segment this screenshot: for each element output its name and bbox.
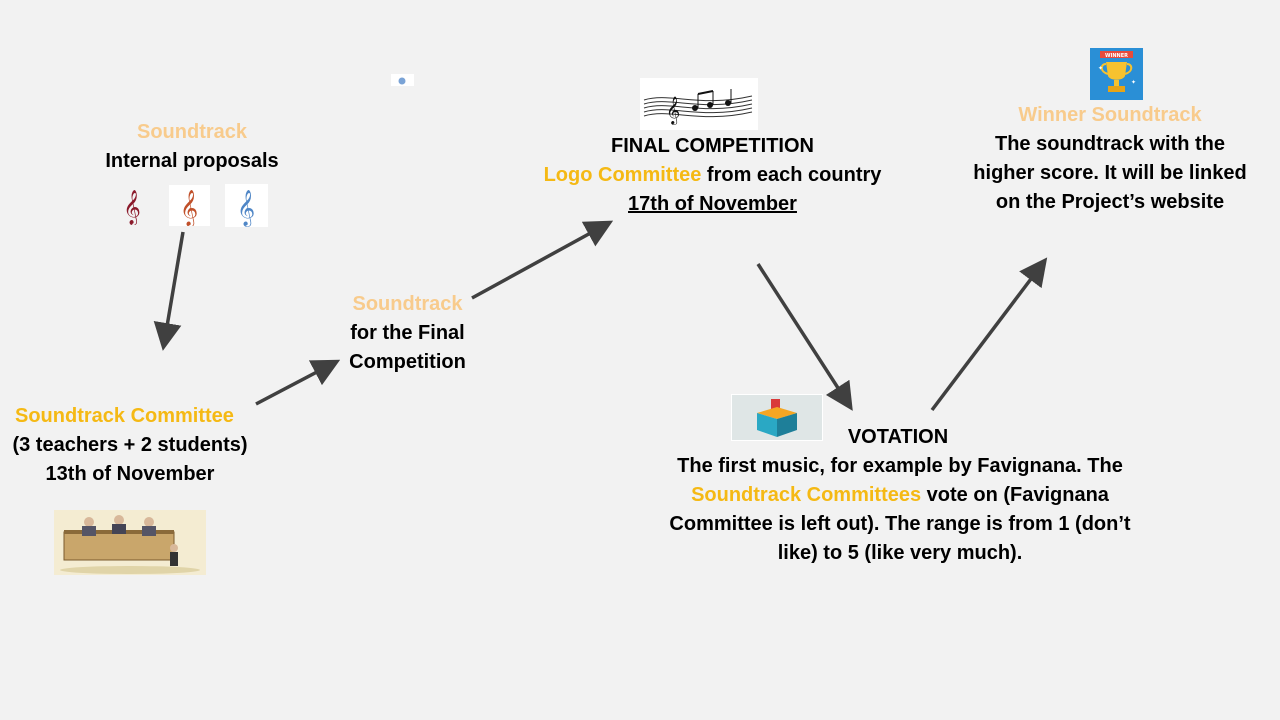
- music-staff-icon: 𝄞: [640, 78, 758, 130]
- proposals-subtitle: Internal proposals: [105, 150, 279, 172]
- trophy-banner-text: WINNER: [1105, 53, 1128, 59]
- ballot-box-icon: [731, 394, 823, 441]
- svg-text:𝄞: 𝄞: [123, 190, 141, 225]
- final-competition-committee: Logo Committee from each country: [520, 161, 905, 190]
- svg-text:✦: ✦: [1131, 79, 1136, 86]
- treble-clef-icon: 𝄞: [169, 185, 210, 227]
- treble-clef-icon: 𝄞: [225, 184, 268, 227]
- final-competition-title: FINAL COMPETITION: [611, 135, 814, 157]
- proposals-block: Soundtrack Internal proposals: [72, 118, 312, 176]
- arrow-final-to-votation: [756, 263, 853, 411]
- votation-title: VOTATION: [847, 426, 949, 448]
- committee-members: (3 teachers + 2 students): [12, 434, 248, 456]
- winner-line1: The soundtrack with the: [994, 133, 1226, 155]
- votation-line2-rest: vote on (Favignana: [921, 484, 1109, 506]
- arrow-committee-to-soundtrack: [255, 359, 341, 406]
- arrow-soundtrack-to-final: [471, 220, 614, 300]
- soundtrack-committees-label: Soundtrack Committees: [691, 484, 922, 506]
- treble-clef-icon: 𝄞: [113, 185, 151, 226]
- committee-block: Soundtrack Committee (3 teachers + 2 stu…: [5, 402, 255, 489]
- svg-text:✦: ✦: [1098, 65, 1103, 72]
- votation-line4: like) to 5 (like very much).: [777, 542, 1023, 564]
- committee-title: Soundtrack Committee: [15, 405, 234, 427]
- winner-title: Winner Soundtrack: [1018, 104, 1202, 126]
- final-soundtrack-line1: for the Final: [350, 322, 465, 344]
- svg-text:𝄞: 𝄞: [666, 96, 680, 125]
- final-competition-date: 17th of November: [628, 193, 797, 215]
- proposals-title: Soundtrack: [136, 121, 248, 143]
- final-competition-committee-rest: from each country: [701, 164, 882, 186]
- small-thumbnail-icon: [391, 74, 414, 86]
- winner-line3: on the Project’s website: [995, 191, 1225, 213]
- winner-block: Winner Soundtrack The soundtrack with th…: [955, 101, 1265, 217]
- committee-date: 13th of November: [45, 463, 215, 485]
- winner-line2: higher score. It will be linked: [973, 162, 1247, 184]
- svg-text:𝄞: 𝄞: [237, 190, 255, 227]
- final-competition-block: FINAL COMPETITION Logo Committee from ea…: [520, 132, 905, 219]
- svg-text:𝄞: 𝄞: [180, 190, 198, 226]
- logo-committee-label: Logo Committee: [543, 164, 702, 186]
- arrow-proposals-to-committee: [153, 231, 185, 351]
- final-soundtrack-line2: Competition: [349, 351, 466, 373]
- final-soundtrack-title: Soundtrack: [352, 293, 463, 315]
- final-soundtrack-block: Soundtrack for the Final Competition: [310, 290, 505, 377]
- winner-trophy-icon: WINNER ✦ ✦: [1090, 48, 1143, 100]
- arrow-votation-to-winner: [930, 257, 1048, 412]
- votation-line1: The first music, for example by Favignan…: [677, 455, 1123, 477]
- votation-block: The first music, for example by Favignan…: [640, 452, 1160, 568]
- votation-line3: Committee is left out). The range is fro…: [669, 513, 1131, 535]
- committee-meeting-icon: [54, 510, 206, 575]
- votation-line2: Soundtrack Committees vote on (Favignana: [640, 481, 1160, 510]
